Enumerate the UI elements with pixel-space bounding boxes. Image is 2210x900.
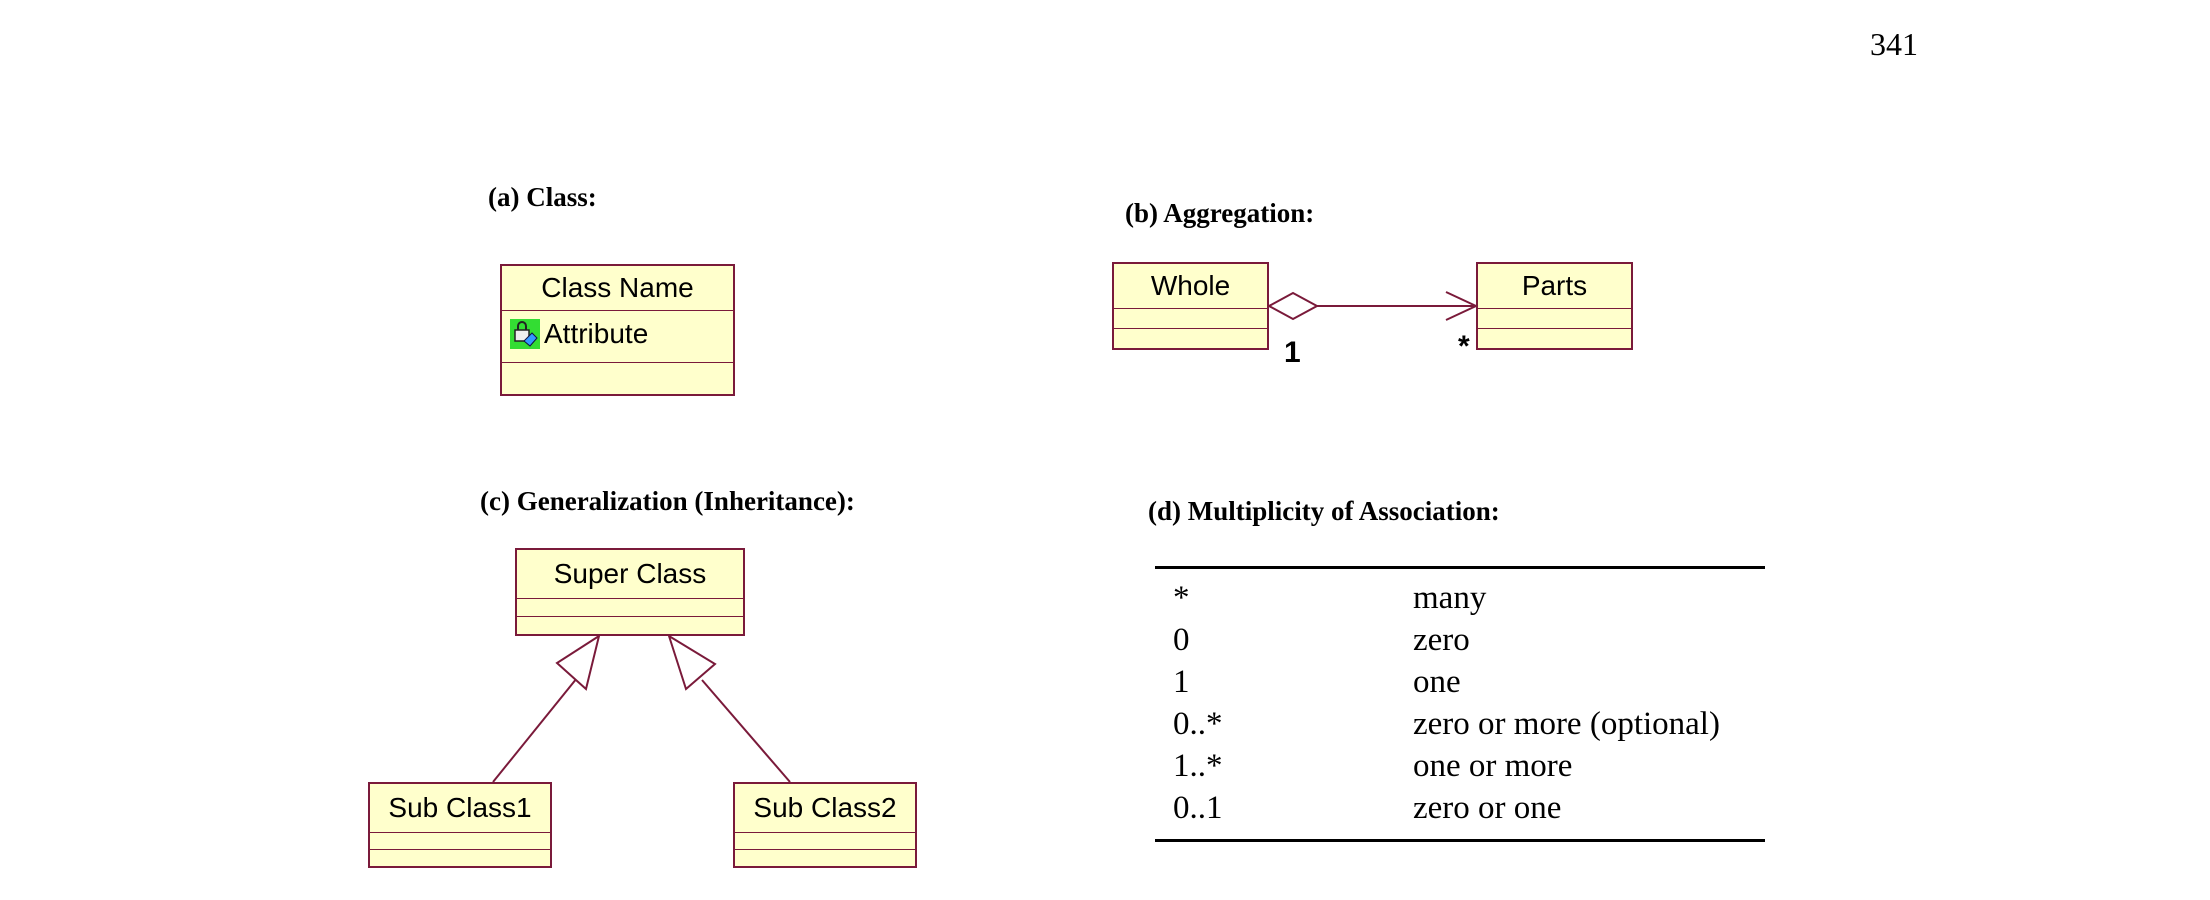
parts-label: Parts <box>1478 264 1631 309</box>
attribute-compartment: Attribute <box>502 311 733 363</box>
multiplicity-meaning: zero or one <box>1413 790 1562 826</box>
whole-class-box: Whole <box>1112 262 1269 350</box>
multiplicity-section-title: (d) Multiplicity of Association: <box>1148 496 1500 526</box>
sub-class-1-label: Sub Class1 <box>370 784 550 833</box>
multiplicity-row: 0 zero <box>1155 619 1765 661</box>
multiplicity-meaning: one <box>1413 664 1461 700</box>
sub2-attr-compartment <box>735 833 915 850</box>
multiplicity-meaning: one or more <box>1413 748 1573 784</box>
class-box: Class Name Attribute <box>500 264 735 396</box>
super-op-compartment <box>517 617 743 635</box>
super-class-label: Super Class <box>517 550 743 599</box>
multiplicity-meaning: zero or more (optional) <box>1413 706 1720 742</box>
generalization-line-2 <box>701 679 791 783</box>
parts-multiplicity-label: * <box>1458 330 1470 363</box>
sub1-attr-compartment <box>370 833 550 850</box>
multiplicity-symbol: 0..1 <box>1173 790 1223 826</box>
super-attr-compartment <box>517 599 743 617</box>
sub-class-2-label: Sub Class2 <box>735 784 915 833</box>
class-section-title: (a) Class: <box>488 182 597 212</box>
whole-label: Whole <box>1114 264 1267 309</box>
super-class-box: Super Class <box>515 548 745 636</box>
multiplicity-row: 0..1 zero or one <box>1155 787 1765 829</box>
class-name-label: Class Name <box>502 266 733 311</box>
whole-attr-compartment <box>1114 309 1267 329</box>
aggregation-arrowhead <box>1445 291 1479 321</box>
attribute-label: Attribute <box>544 318 649 349</box>
multiplicity-symbol: * <box>1173 580 1190 616</box>
multiplicity-row: 0..* zero or more (optional) <box>1155 703 1765 745</box>
sub1-op-compartment <box>370 850 550 867</box>
sub2-op-compartment <box>735 850 915 867</box>
generalization-triangle-1 <box>555 633 601 691</box>
multiplicity-row: * many <box>1155 577 1765 619</box>
page-number: 341 <box>1870 26 1918 62</box>
parts-class-box: Parts <box>1476 262 1633 350</box>
multiplicity-table: * many 0 zero 1 one 0..* zero or more (o… <box>1155 566 1765 842</box>
sub-class-2-box: Sub Class2 <box>733 782 917 868</box>
multiplicity-row: 1 one <box>1155 661 1765 703</box>
parts-attr-compartment <box>1478 309 1631 329</box>
generalization-line-1 <box>492 677 578 783</box>
aggregation-section-title: (b) Aggregation: <box>1125 198 1315 228</box>
private-attribute-lock-icon <box>510 319 540 349</box>
multiplicity-symbol: 0..* <box>1173 706 1223 742</box>
aggregation-diamond <box>1266 291 1320 321</box>
multiplicity-symbol: 0 <box>1173 622 1190 658</box>
multiplicity-symbol: 1 <box>1173 664 1190 700</box>
multiplicity-meaning: zero <box>1413 622 1470 658</box>
sub-class-1-box: Sub Class1 <box>368 782 552 868</box>
generalization-triangle-2 <box>667 633 717 691</box>
generalization-section-title: (c) Generalization (Inheritance): <box>480 486 855 516</box>
whole-multiplicity-label: 1 <box>1284 336 1301 369</box>
multiplicity-meaning: many <box>1413 580 1487 616</box>
multiplicity-row: 1..* one or more <box>1155 745 1765 787</box>
multiplicity-symbol: 1..* <box>1173 748 1223 784</box>
